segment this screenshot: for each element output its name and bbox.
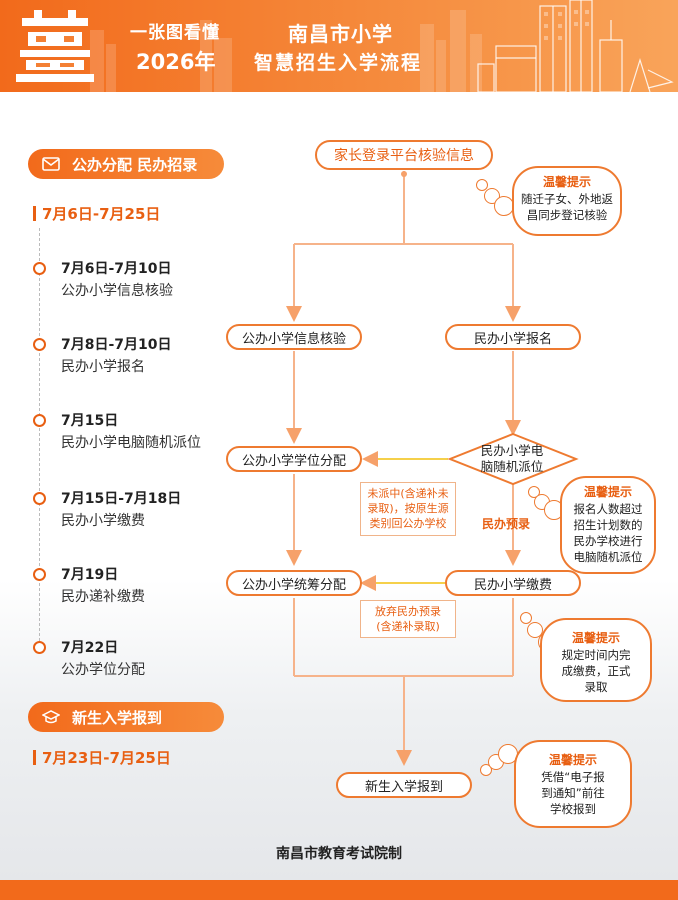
note-unassigned: 未派中(含递补未 录取)，按原生源 类别回公办学校 [360, 482, 456, 536]
tip-line: 电脑随机派位 [573, 550, 643, 564]
note-line: 未派中(含递补未 [367, 487, 449, 500]
section1-range-text: 7月6日-7月25日 [42, 205, 161, 223]
tip-line: 凭借“电子报 [541, 770, 605, 784]
tip-line: 民办学校进行 [573, 534, 643, 548]
header-title-line2: 智慧招生入学流程 [254, 52, 423, 74]
section-pill-enrollment: 新生入学报到 [28, 702, 224, 732]
node-private-lottery: 民办小学电 脑随机派位 [462, 443, 562, 475]
tip-bubble-4: 温馨提示 凭借“电子报 到通知”前往 学校报到 [514, 740, 632, 828]
section1-date-range: 7月6日-7月25日 [33, 203, 160, 224]
timeline-dot [33, 641, 46, 654]
tip-line: 学校报到 [550, 802, 596, 816]
timeline-date: 7月22日 [61, 640, 119, 656]
section-pill-label: 新生入学报到 [72, 708, 163, 727]
tip-bubble-2: 温馨提示 报名人数超过 招生计划数的 民办学校进行 电脑随机派位 [560, 476, 656, 574]
timeline-dashed-line [39, 228, 40, 646]
timeline-date: 7月15日-7月18日 [61, 491, 182, 507]
tip-title: 温馨提示 [583, 485, 632, 499]
node-public-allocate: 公办小学学位分配 [226, 446, 362, 472]
timeline-dot [33, 568, 46, 581]
lottery-line2: 脑随机派位 [480, 459, 544, 474]
lottery-diamond [447, 432, 579, 486]
tip-line: 招生计划数的 [573, 518, 643, 532]
timeline-date: 7月15日 [61, 413, 119, 429]
graduation-cap-icon [42, 710, 60, 724]
note-line: 录取)，按原生源 [367, 502, 449, 515]
note-line: 类别回公办学校 [369, 517, 447, 530]
timeline-desc: 民办递补缴费 [61, 589, 145, 605]
node-public-verify: 公办小学信息核验 [226, 324, 362, 350]
city-skyline-graphic [90, 0, 674, 92]
note-line: (含递补录取) [376, 620, 440, 633]
thought-dot [494, 196, 514, 216]
footer-bar [0, 880, 678, 900]
timeline-date: 7月19日 [61, 567, 119, 583]
node-enroll: 新生入学报到 [336, 772, 472, 798]
footer-credit: 南昌市教育考试院制 [276, 846, 402, 862]
tip-bubble-1: 温馨提示 随迁子女、外地返 昌同步登记核验 [512, 166, 622, 236]
timeline-date: 7月6日-7月10日 [61, 261, 172, 277]
timeline-desc: 公办小学信息核验 [61, 283, 173, 299]
thought-dot [476, 179, 488, 191]
tip-line: 随迁子女、外地返 [521, 192, 613, 206]
tip-line: 规定时间内完 [561, 648, 631, 662]
tip-line: 昌同步登记核验 [526, 208, 608, 222]
header-subtitle: 一张图看懂 [130, 23, 220, 43]
section2-range-text: 7月23日-7月25日 [42, 749, 171, 767]
tip-title: 温馨提示 [571, 631, 620, 645]
note-abandon: 放弃民办预录 (含递补录取) [360, 600, 456, 638]
envelope-icon [42, 157, 60, 171]
timeline-desc: 民办小学报名 [61, 359, 145, 375]
timeline-dot [33, 338, 46, 351]
nanchang-logo-mark [16, 10, 94, 82]
tip-title: 温馨提示 [548, 753, 597, 767]
tip-line: 录取 [584, 680, 608, 694]
tip-line: 到通知”前往 [541, 786, 605, 800]
section-pill-label: 公办分配 民办招录 [72, 155, 198, 174]
timeline-desc: 公办学位分配 [61, 662, 145, 678]
timeline-desc: 民办小学电脑随机派位 [61, 435, 201, 451]
timeline-dot [33, 262, 46, 275]
note-line: 放弃民办预录 [375, 605, 441, 618]
header-title-line1: 南昌市小学 [288, 22, 393, 46]
tip-line: 成缴费，正式 [561, 664, 631, 678]
tip-title: 温馨提示 [542, 175, 591, 189]
timeline-date: 7月8日-7月10日 [61, 337, 172, 353]
node-public-overall: 公办小学统筹分配 [226, 570, 362, 596]
node-private-register: 民办小学报名 [445, 324, 581, 350]
date-accent-bar [33, 750, 36, 765]
section-pill-public-private: 公办分配 民办招录 [28, 149, 224, 179]
timeline-dot [33, 492, 46, 505]
node-private-pay: 民办小学缴费 [445, 570, 581, 596]
label-private-pre-admit: 民办预录 [482, 517, 531, 531]
date-accent-bar [33, 206, 36, 221]
tip-bubble-3: 温馨提示 规定时间内完 成缴费，正式 录取 [540, 618, 652, 702]
header-year: 2026年 [136, 50, 216, 74]
lottery-line1: 民办小学电 [480, 443, 544, 458]
header-banner: 一张图看懂 2026年 南昌市小学 智慧招生入学流程 [0, 0, 678, 92]
section2-date-range: 7月23日-7月25日 [33, 747, 171, 768]
node-parent-login: 家长登录平台核验信息 [315, 140, 493, 170]
timeline-dot [33, 414, 46, 427]
thought-dot [520, 612, 532, 624]
timeline-desc: 民办小学缴费 [61, 513, 145, 529]
tip-line: 报名人数超过 [573, 502, 643, 516]
